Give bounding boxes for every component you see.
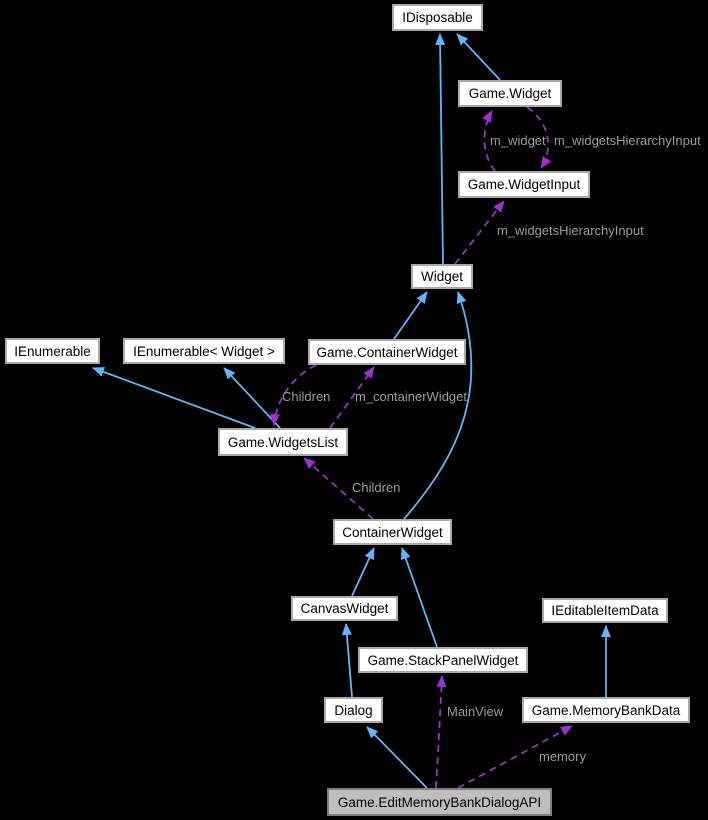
edge-gamewidget-to-idisposable [456, 33, 501, 81]
node-dialog[interactable]: Dialog [324, 697, 383, 723]
node-ienumerable[interactable]: IEnumerable [5, 338, 100, 364]
node-game-stackpanelwidget[interactable]: Game.StackPanelWidget [358, 647, 528, 673]
node-game-widgetinput[interactable]: Game.WidgetInput [458, 171, 590, 198]
edge-label-children-upper: Children [282, 389, 331, 404]
edge-label-m-widget: m_widget [490, 133, 546, 148]
edge-widgetinput-to-gamewidget-m-widget [482, 110, 496, 172]
edge-widgetslist-to-ienumerable [92, 367, 256, 429]
edge-label-mainview: MainView [447, 704, 504, 719]
node-game-editmemorybankdialogapi[interactable]: Game.EditMemoryBankDialogAPI [327, 788, 552, 816]
edge-dialog-to-canvaswidget [341, 623, 353, 698]
edge-widgetslist-to-gamecontainerwidget-m-containerwidget [329, 366, 375, 429]
node-widget[interactable]: Widget [411, 264, 473, 289]
edge-containerwidget-to-widget [403, 291, 473, 520]
node-game-widgetslist[interactable]: Game.WidgetsList [218, 428, 348, 456]
edge-containerwidget-to-widgetslist-children [303, 457, 374, 520]
node-idisposable[interactable]: IDisposable [392, 4, 483, 31]
edge-canvaswidget-to-containerwidget [351, 547, 375, 597]
edge-editmemorybankdialogapi-to-memorybankdata-memory [457, 725, 573, 789]
edge-gamecontainerwidget-to-widgetslist-children [269, 364, 317, 426]
node-game-memorybankdata[interactable]: Game.MemoryBankData [522, 697, 690, 723]
edge-label-memory: memory [539, 749, 586, 764]
edge-stackpanelwidget-to-containerwidget [400, 547, 438, 648]
node-ieditableitemdata[interactable]: IEditableItemData [542, 598, 668, 623]
edge-editmemorybankdialogapi-to-stackpanelwidget-mainview [435, 675, 447, 789]
node-canvaswidget[interactable]: CanvasWidget [291, 596, 398, 621]
edge-label-children-lower: Children [352, 480, 401, 495]
edge-widget-to-widgetinput-hierarchyinput [454, 200, 505, 265]
edge-label-m-widgetshierarchyinput-top: m_widgetsHierarchyInput [554, 133, 701, 148]
edge-label-m-containerwidget: m_containerWidget [355, 389, 467, 404]
edge-label-m-widgetshierarchyinput-mid: m_widgetsHierarchyInput [497, 223, 644, 238]
node-game-containerwidget[interactable]: Game.ContainerWidget [308, 339, 466, 365]
edge-widget-to-idisposable [435, 33, 446, 265]
node-game-widget[interactable]: Game.Widget [458, 80, 562, 107]
edge-gamecontainerwidget-to-widget [393, 291, 428, 340]
edge-gamewidget-to-widgetinput-hierarchyinput [526, 106, 552, 169]
node-containerwidget[interactable]: ContainerWidget [333, 519, 452, 545]
node-ienumerable-widget[interactable]: IEnumerable< Widget > [123, 338, 285, 364]
edge-editmemorybankdialogapi-to-dialog [366, 726, 428, 789]
